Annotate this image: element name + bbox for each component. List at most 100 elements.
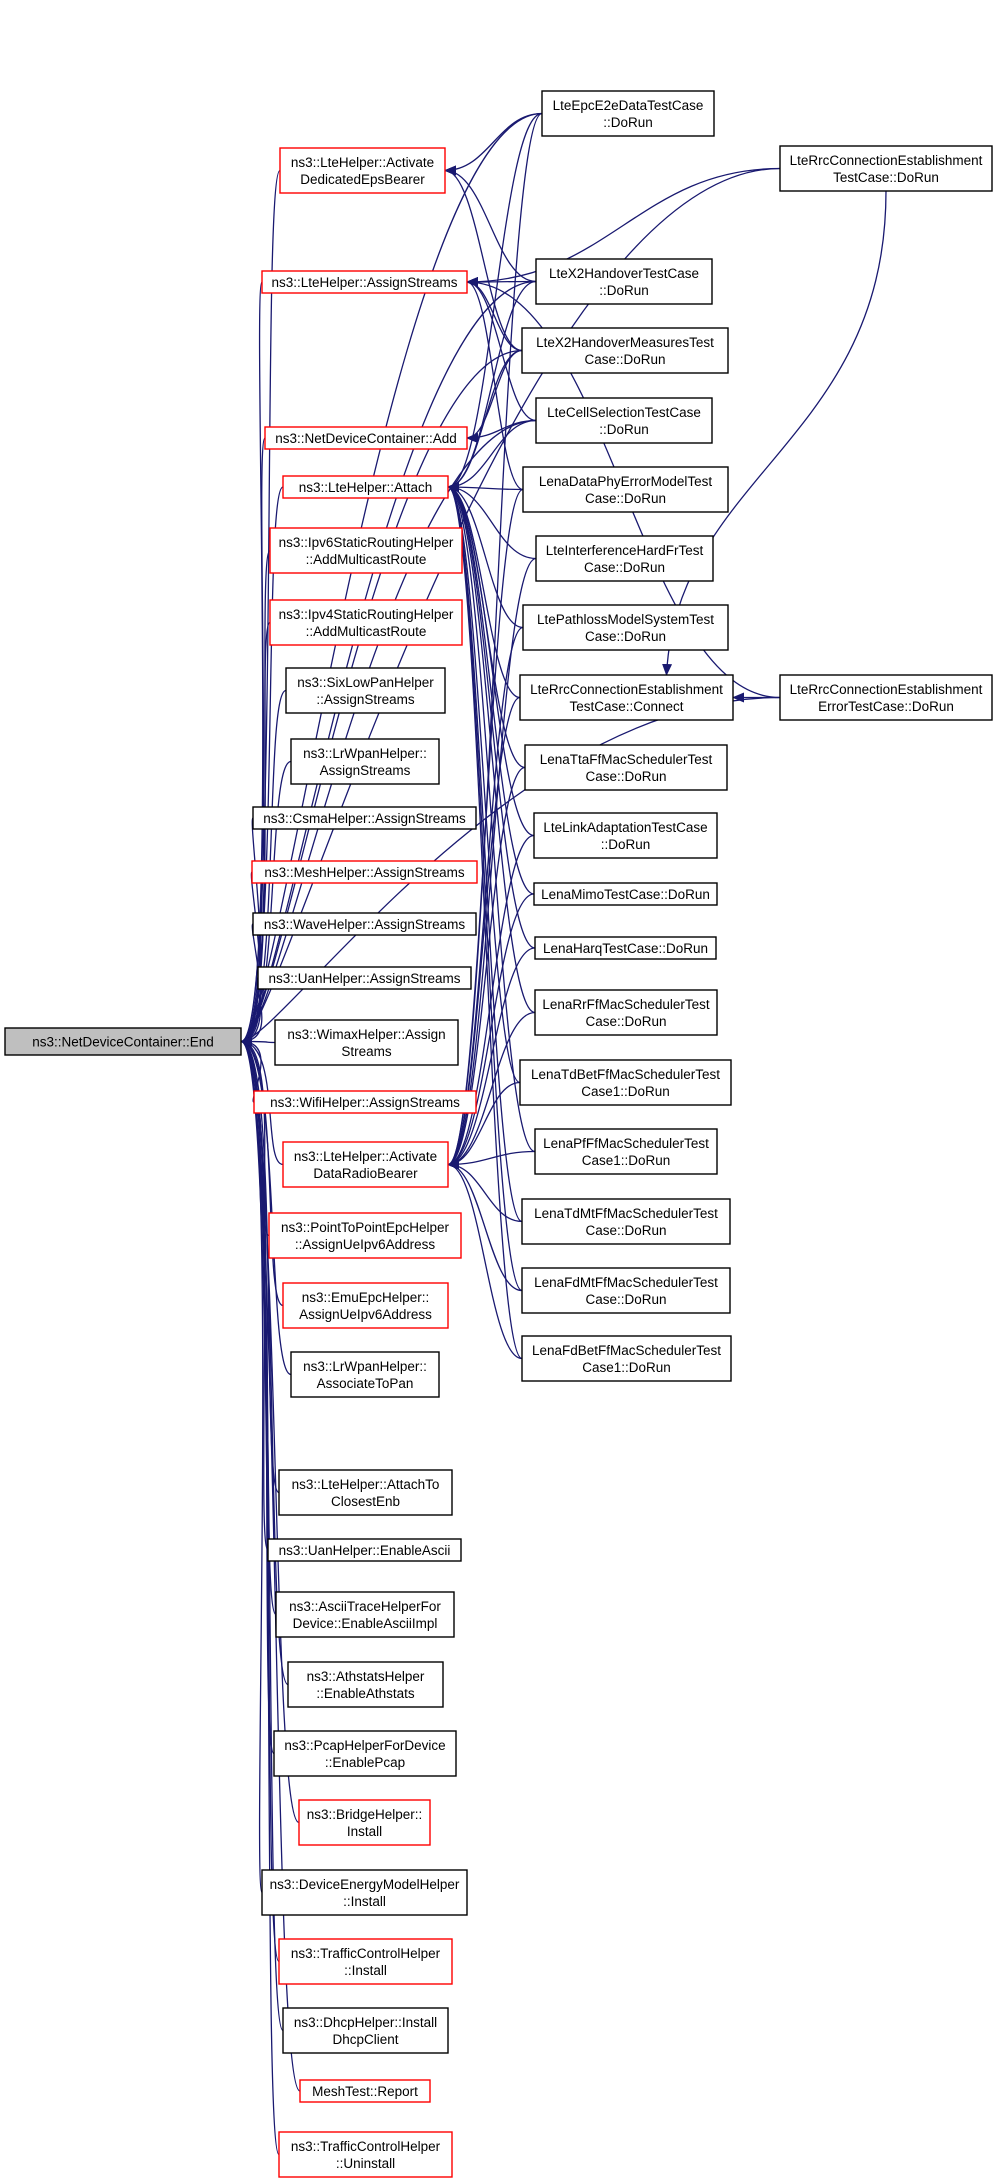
edge-interfHard-to-dataBearer (447, 557, 537, 1170)
node-label-line: ns3::PointToPointEpcHelper (281, 1220, 450, 1235)
node-box (261, 1869, 468, 1916)
graph-node[interactable]: ns3::LteHelper::ActivateDedicatedEpsBear… (279, 147, 446, 194)
node-label-line: TestCase::DoRun (833, 170, 939, 185)
edge-cellSel-to-lteAssign (466, 277, 537, 422)
edge-rrcDoRun-to-rrcConnect (662, 190, 887, 676)
node-box (274, 1019, 459, 1066)
node-box (278, 1469, 453, 1516)
graph-node[interactable]: ns3::PointToPointEpcHelper::AssignUeIpv6… (268, 1212, 462, 1259)
node-label-line: LenaHarqTestCase::DoRun (543, 941, 708, 956)
graph-node[interactable]: LenaMimoTestCase::DoRun (533, 882, 718, 906)
graph-node[interactable]: ns3::BridgeHelper::Install (298, 1799, 431, 1846)
node-label-line: AssignUeIpv6Address (299, 1307, 432, 1322)
node-label-line: LtePathlossModelSystemTest (537, 612, 714, 627)
node-label-line: ns3::Ipv4StaticRoutingHelper (279, 607, 454, 622)
graph-node[interactable]: LteX2HandoverTestCase::DoRun (535, 258, 713, 305)
node-label-line: ::AddMulticastRoute (306, 552, 427, 567)
node-label-line: ::DoRun (601, 837, 651, 852)
node-label-line: ns3::LrWpanHelper:: (303, 1359, 427, 1374)
node-label-line: Case::DoRun (585, 491, 666, 506)
graph-node[interactable]: LteRrcConnectionEstablishmentTestCase::C… (519, 674, 734, 721)
node-box (298, 1799, 431, 1846)
graph-node[interactable]: ns3::TrafficControlHelper::Install (278, 1938, 453, 1985)
node-box (269, 527, 463, 574)
node-label-line: LteRrcConnectionEstablishment (530, 682, 723, 697)
node-label-line: Case::DoRun (584, 352, 665, 367)
graph-node[interactable]: ns3::CsmaHelper::AssignStreams (252, 806, 477, 830)
node-label-line: ::AddMulticastRoute (306, 624, 427, 639)
node-label-line: ::AssignStreams (316, 692, 415, 707)
root-node[interactable]: ns3::NetDeviceContainer::End (4, 1027, 242, 1056)
node-label-line: LteX2HandoverMeasuresTest (536, 335, 714, 350)
edge-x2HoMeas-to-dedBearer (444, 165, 523, 352)
graph-node[interactable]: ns3::MeshHelper::AssignStreams (251, 860, 478, 884)
graph-node[interactable]: ns3::LrWpanHelper::AssignStreams (290, 738, 440, 785)
graph-node[interactable]: MeshTest::Report (299, 2079, 431, 2103)
node-label-line: ns3::DeviceEnergyModelHelper (270, 1877, 460, 1892)
graph-node[interactable]: LenaHarqTestCase::DoRun (534, 936, 717, 960)
graph-node[interactable]: ns3::UanHelper::AssignStreams (257, 966, 472, 990)
node-box (521, 327, 729, 374)
edge-cellSel-to-root (240, 419, 537, 1047)
node-box (279, 147, 446, 194)
node-label-line: ns3::CsmaHelper::AssignStreams (263, 811, 466, 826)
graph-node[interactable]: LteLinkAdaptationTestCase::DoRun (533, 812, 718, 859)
graph-node[interactable]: ns3::UanHelper::EnableAscii (267, 1538, 462, 1562)
node-box (282, 1141, 449, 1188)
graph-node[interactable]: ns3::Ipv4StaticRoutingHelper::AddMultica… (269, 599, 463, 646)
node-label-line: ns3::UanHelper::AssignStreams (268, 971, 460, 986)
graph-node[interactable]: LteEpcE2eDataTestCase::DoRun (541, 90, 715, 137)
graph-node[interactable]: ns3::PcapHelperForDevice::EnablePcap (273, 1730, 457, 1777)
edge-x2Ho-to-dedBearer (444, 165, 537, 283)
node-label-line: ::Install (344, 1963, 387, 1978)
node-label-line: ns3::LteHelper::AttachTo (292, 1477, 440, 1492)
graph-node[interactable]: ns3::AthstatsHelper::EnableAthstats (287, 1661, 444, 1708)
node-box (252, 806, 477, 830)
node-label-line: LteX2HandoverTestCase (549, 266, 699, 281)
node-box (521, 1198, 731, 1245)
graph-node[interactable]: ns3::SixLowPanHelper::AssignStreams (285, 667, 446, 714)
edge-rrFf-to-dataBearer (447, 1011, 536, 1170)
node-label-line: ::EnablePcap (325, 1755, 405, 1770)
graph-node[interactable]: ns3::Ipv6StaticRoutingHelper::AddMultica… (269, 527, 463, 574)
graph-node[interactable]: ns3::WifiHelper::AssignStreams (253, 1090, 477, 1114)
graph-node[interactable]: ns3::LteHelper::AssignStreams (261, 270, 468, 294)
graph-node[interactable]: LteCellSelectionTestCase::DoRun (535, 397, 713, 444)
graph-node[interactable]: ns3::AsciiTraceHelperForDevice::EnableAs… (275, 1591, 455, 1638)
edge-x2Ho-to-root (240, 280, 537, 1047)
node-box (275, 1591, 455, 1638)
edge-cellSel-to-attach (447, 419, 537, 492)
graph-node[interactable]: LteRrcConnectionEstablishmentErrorTestCa… (779, 674, 993, 721)
edge-x2HoMeas-to-attach (447, 349, 523, 492)
graph-node[interactable]: LteRrcConnectionEstablishmentTestCase::D… (779, 145, 993, 192)
graph-node[interactable]: ns3::TrafficControlHelper::Uninstall (278, 2131, 453, 2178)
graph-node[interactable]: ns3::LrWpanHelper::AssociateToPan (290, 1351, 440, 1398)
node-label-line: ns3::LteHelper::Attach (299, 480, 433, 495)
edge-fdBet-to-dataBearer (447, 1159, 523, 1360)
graph-node[interactable]: ns3::LteHelper::Attach (282, 475, 449, 499)
graph-node[interactable]: ns3::EmuEpcHelper::AssignUeIpv6Address (282, 1282, 449, 1329)
graph-node[interactable]: ns3::WaveHelper::AssignStreams (252, 912, 477, 936)
node-label-line: Streams (341, 1044, 392, 1059)
graph-node[interactable]: ns3::NetDeviceContainer::Add (264, 426, 468, 450)
edge-interfHard-to-attach (447, 482, 537, 560)
node-label-line: TestCase::Connect (569, 699, 683, 714)
graph-node[interactable]: ns3::DeviceEnergyModelHelper::Install (261, 1869, 468, 1916)
node-box (268, 1212, 462, 1259)
node-label-line: ::Install (343, 1894, 386, 1909)
graph-node[interactable]: ns3::WimaxHelper::AssignStreams (274, 1019, 459, 1066)
